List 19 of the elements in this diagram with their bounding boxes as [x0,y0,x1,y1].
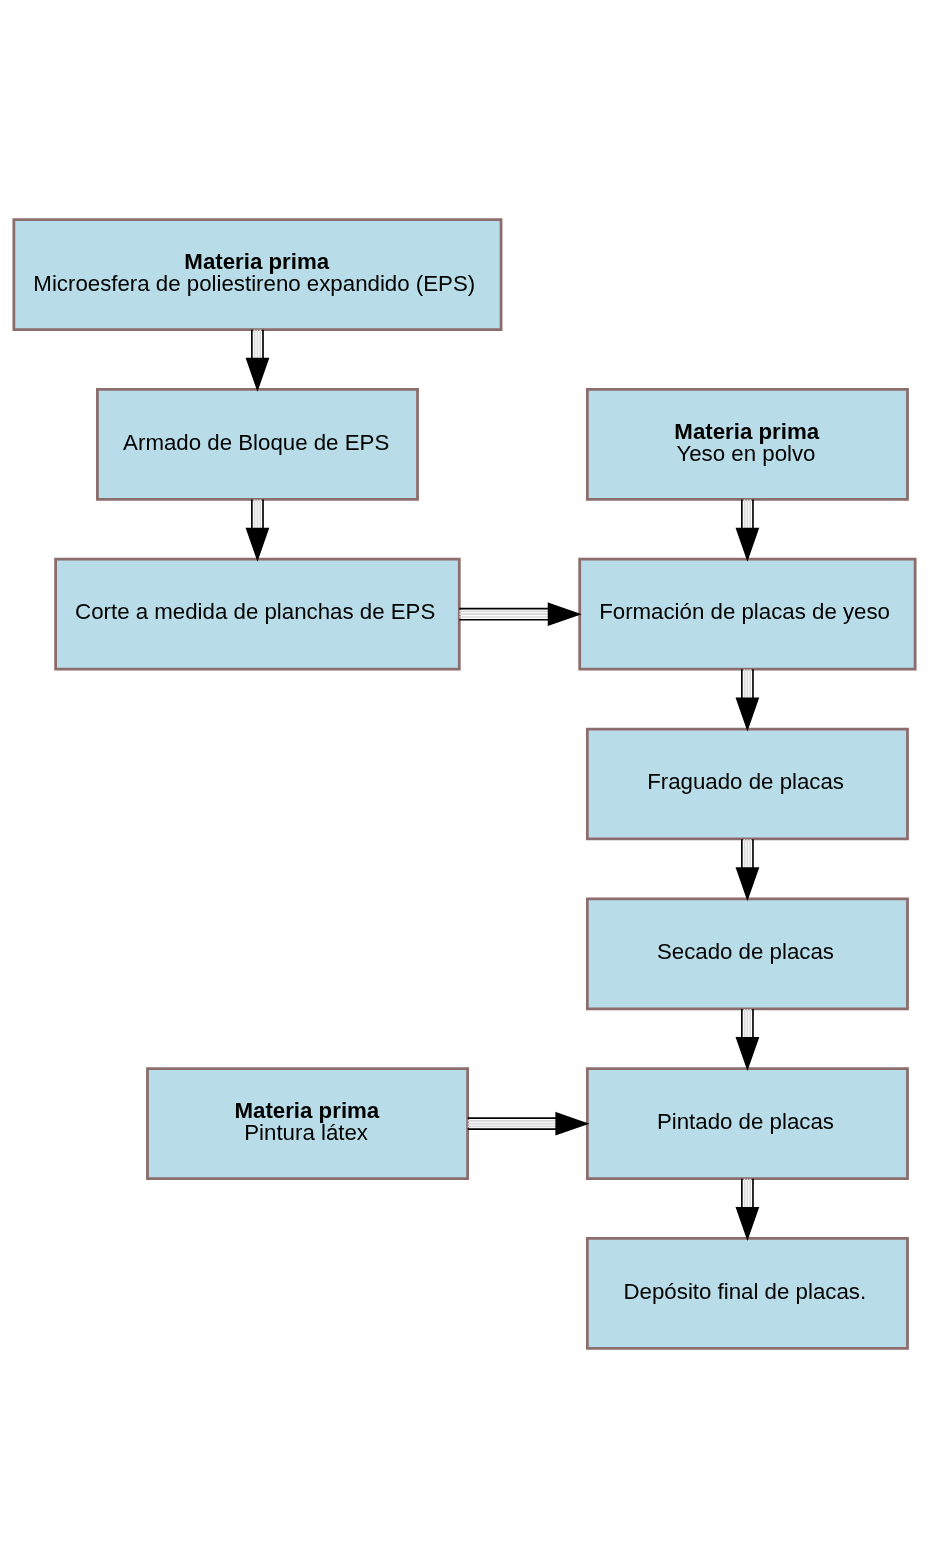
node-box: Pintado de placas [585,1067,909,1180]
node-box: Formación de placas de yeso [578,557,917,671]
arrow [735,498,760,562]
node-box: Armado de Bloque de EPS [96,388,419,501]
node-box: Corte a medida de planchas de EPS [54,557,461,671]
node-box: Materia prima Yeso en polvo [585,388,909,501]
arrow [466,1111,590,1136]
arrow [735,1177,760,1241]
node-box: Depósito final de placas. [585,1237,909,1350]
node-box: Materia prima Pintura látex [146,1067,469,1180]
node-box: Materia prima Microesfera de poliestireno expandido (EPS) [12,218,503,331]
arrow [735,1008,760,1072]
node-box: Secado de placas [585,897,909,1011]
arrow [245,498,270,562]
arrow [458,602,582,627]
arrow [735,838,760,902]
arrow [735,668,760,732]
arrow [245,328,270,392]
node-box: Fraguado de placas [585,727,909,841]
